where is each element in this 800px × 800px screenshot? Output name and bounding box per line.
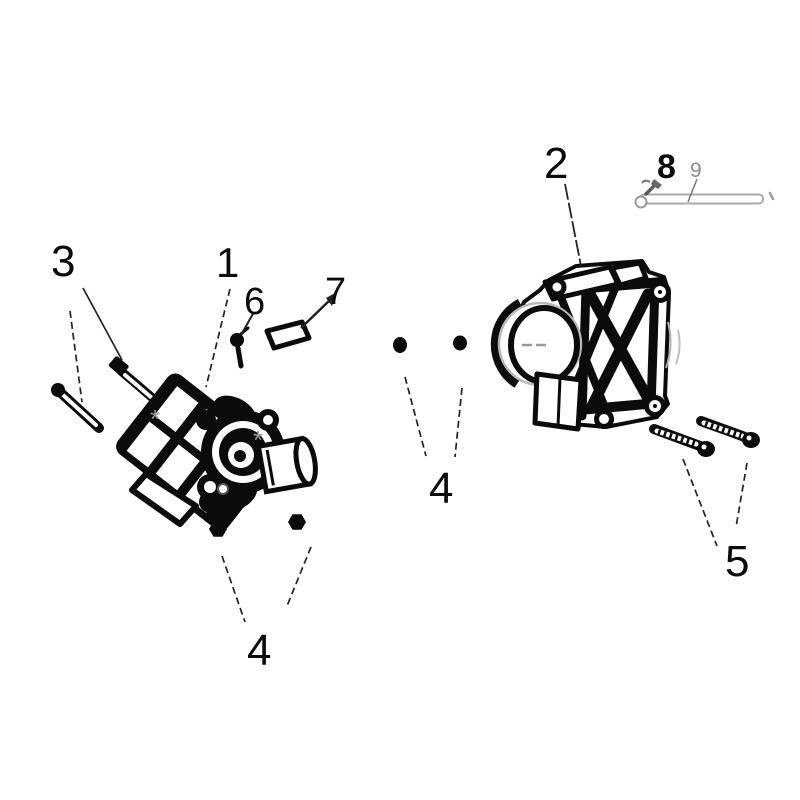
leader-4-bot-right xyxy=(286,546,312,607)
leader-5-right xyxy=(735,462,748,528)
nut xyxy=(453,335,467,351)
nut xyxy=(209,521,227,537)
pin xyxy=(264,319,312,351)
bolt-5 xyxy=(696,416,760,448)
nut xyxy=(393,337,407,353)
leader-6 xyxy=(240,311,255,336)
leader-9 xyxy=(687,178,698,203)
bolt-5 xyxy=(649,424,715,457)
output-cylinder xyxy=(255,435,318,495)
callout-1: 1 xyxy=(216,239,240,286)
leader-4-mid-left xyxy=(404,376,427,457)
screw xyxy=(230,326,250,369)
leader-7-arrowhead xyxy=(326,292,337,306)
leader-3a xyxy=(82,287,123,361)
mounting-foot xyxy=(129,471,199,527)
callout-5: 5 xyxy=(725,537,750,586)
top-slat xyxy=(609,260,649,288)
bore-collar xyxy=(490,299,523,388)
small-screw xyxy=(641,179,662,196)
callout-4-middle: 4 xyxy=(429,464,454,513)
nut xyxy=(288,514,306,530)
gray-side-mark xyxy=(665,321,672,369)
callout-4-bottom: 4 xyxy=(247,626,272,675)
leader-2 xyxy=(564,183,582,267)
rod xyxy=(634,191,775,209)
callout-8: 8 xyxy=(657,148,676,186)
leader-7 xyxy=(300,298,332,329)
callout-7: 7 xyxy=(325,271,347,313)
leader-4-mid-right xyxy=(454,387,463,458)
asterisk-mark: * xyxy=(150,404,160,434)
leader-1 xyxy=(205,288,231,388)
asterisk-mark: * xyxy=(253,425,263,455)
callout-6: 6 xyxy=(244,281,266,323)
bolt-loose xyxy=(51,383,104,433)
leader-5-left xyxy=(682,458,718,547)
corner-bosses xyxy=(547,277,671,429)
part-2-bracket-housing-drawing xyxy=(490,259,681,432)
leader-3b xyxy=(69,310,83,403)
leader-lines xyxy=(69,178,748,623)
callout-9: 9 xyxy=(690,159,702,182)
callout-2: 2 xyxy=(544,139,569,188)
gray-side-mark xyxy=(675,329,681,365)
leader-4-bot-left xyxy=(221,555,246,623)
callout-3: 3 xyxy=(51,237,76,286)
part-1-pump-assembly-drawing: * * xyxy=(108,356,318,537)
leg-edge xyxy=(556,377,562,428)
